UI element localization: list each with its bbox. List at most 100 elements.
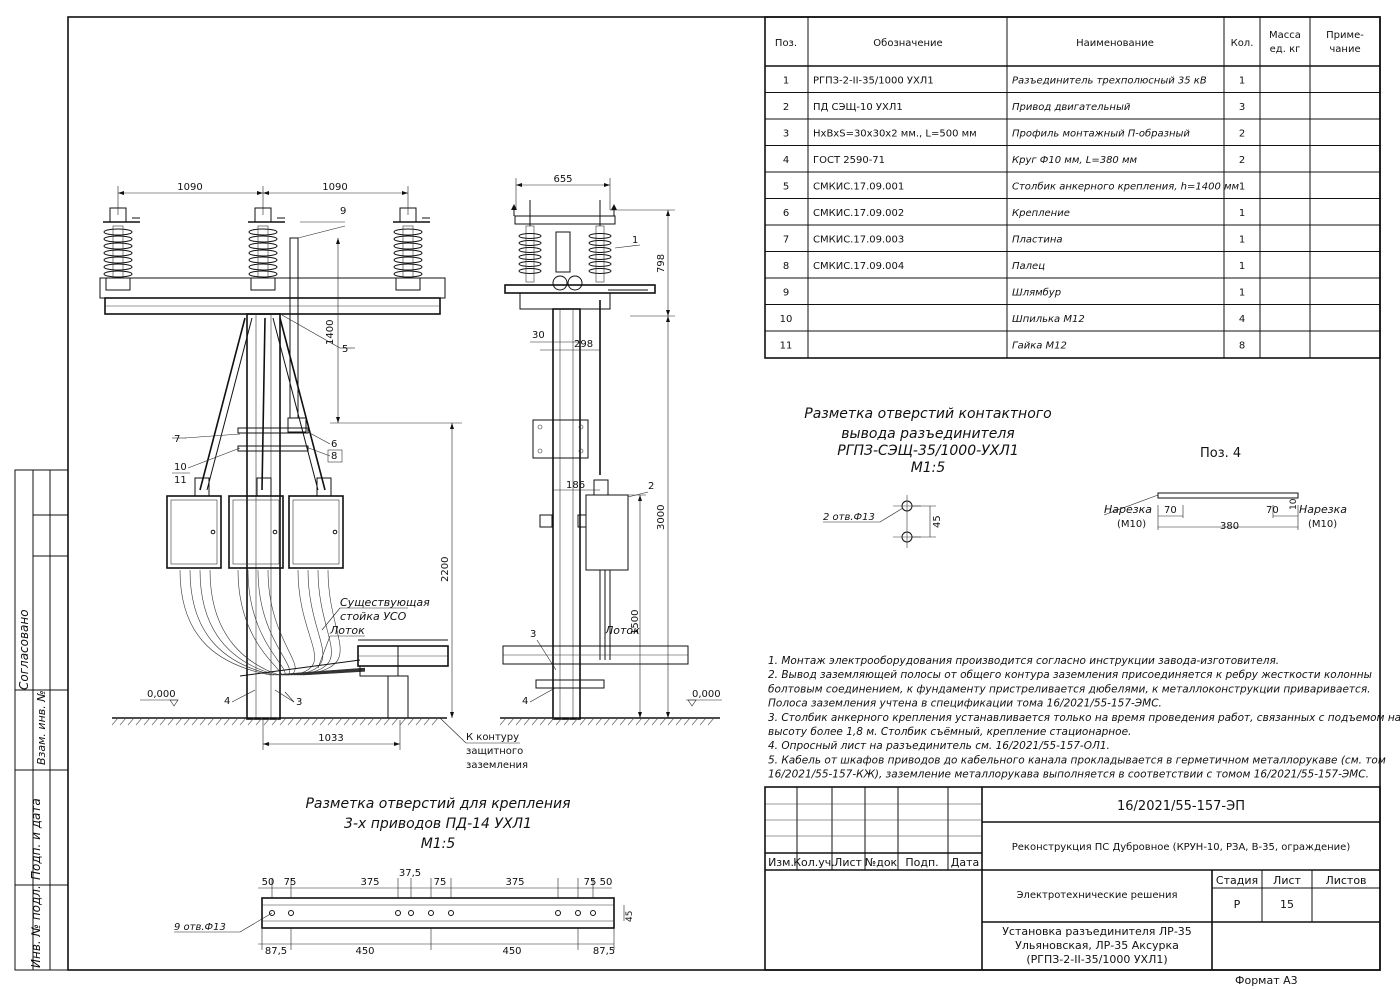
spec-row-name: Палец	[1012, 261, 1045, 272]
spec-rows: 1 РГПЗ-2-II-35/1000 УХЛ1 Разъединитель тре…	[780, 75, 1246, 351]
note-line: 3. Столбик анкерного крепления устанавли…	[768, 712, 1400, 724]
spec-row-code: СМКИС.17.09.004	[813, 261, 904, 272]
stamp-replace: Взам. инв. №	[35, 690, 48, 765]
front-ground-3: заземления	[466, 760, 528, 771]
tb-drawing-title-1: Установка разъединителя ЛР-35	[1002, 925, 1192, 938]
drive-dim-top: 37,5	[399, 868, 421, 879]
spec-row-code: РГПЗ-2-II-35/1000 УХЛ1	[813, 75, 934, 86]
note-line: 5. Кабель от шкафов приводов до кабельно…	[768, 754, 1386, 766]
side-dim-186: 186	[566, 480, 585, 491]
side-label-2: 2	[648, 481, 654, 492]
side-dim-30: 30	[532, 330, 545, 341]
tb-col-label: Подп.	[905, 856, 938, 869]
spec-row-qty: 1	[1239, 181, 1245, 192]
drive-hole	[555, 910, 561, 916]
note-line: 1. Монтаж электрооборудования производит…	[768, 655, 1279, 667]
stamp-inv-orig: Инв. № подл.	[29, 885, 43, 968]
pos4-d380: 380	[1220, 521, 1239, 532]
pos4-thread-left-m: (М10)	[1117, 519, 1146, 530]
tb-stage: Р	[1234, 898, 1241, 911]
front-ground-1: К контуру	[466, 732, 519, 743]
contact-marking: Разметка отверстий контактного вывода ра…	[804, 406, 1052, 548]
front-view: 1090 1090 9 5 1400	[99, 182, 528, 771]
note-line: болтовым соединением, к фундаменту прист…	[768, 683, 1370, 695]
drive-holes-label: 9 отв.Ф13	[174, 922, 226, 933]
sheet-frame	[14, 16, 1381, 971]
drive-dim-top: 75	[584, 877, 597, 888]
spec-row-name: Разъединитель трехполюсный 35 кВ	[1012, 75, 1207, 86]
contact-title-4: М1:5	[911, 460, 946, 476]
spec-row-pos: 1	[783, 75, 789, 86]
side-dim-1500: 1500	[630, 610, 641, 635]
front-label-8: 8	[331, 451, 337, 462]
side-dim-3000: 3000	[656, 505, 667, 530]
front-callout-existing-1: Существующая	[340, 596, 430, 609]
spec-row-name: Пластина	[1012, 234, 1063, 245]
front-level: 0,000	[147, 689, 176, 700]
side-label-4: 4	[522, 696, 528, 707]
spec-row-code: СМКИС.17.09.003	[813, 234, 904, 245]
drive-title-3: М1:5	[421, 836, 456, 852]
tb-section: Электротехнические решения	[1016, 890, 1177, 901]
tb-col-label: Дата	[951, 856, 979, 869]
tb-sheet: 15	[1280, 898, 1294, 911]
spec-row-name: Гайка М12	[1012, 340, 1067, 351]
drive-dim-top: 50	[262, 877, 275, 888]
contact-holes: 2 отв.Ф13	[823, 512, 875, 523]
front-callout-existing-2: стойка УСО	[340, 610, 407, 623]
insulator	[518, 200, 542, 283]
tb-stage-label: Стадия	[1216, 874, 1258, 887]
spec-row-pos: 7	[783, 234, 789, 245]
spec-row-qty: 2	[1239, 128, 1245, 139]
spec-row-pos: 9	[783, 287, 789, 298]
pos4-d70a: 70	[1164, 505, 1177, 516]
spec-row-name: Круг Ф10 мм, L=380 мм	[1012, 155, 1138, 166]
drive-dim-top: 75	[284, 877, 297, 888]
spec-row-code: HxBxS=30x30x2 мм., L=500 мм	[813, 128, 977, 139]
tb-col-label: Кол.уч.	[793, 856, 835, 869]
pos4-title: Поз. 4	[1200, 446, 1241, 461]
drive-dim-top: 50	[600, 877, 613, 888]
drive-hole	[575, 910, 581, 916]
pos4-d70b: 70	[1266, 505, 1279, 516]
front-label-7: 7	[174, 434, 180, 445]
drive-dim-top: 375	[360, 877, 379, 888]
contact-title-1: Разметка отверстий контактного	[804, 406, 1051, 422]
spec-header-note-1: Приме-	[1326, 30, 1364, 41]
tb-drawing-title-2: Ульяновская, ЛР-35 Аксурка	[1015, 939, 1179, 952]
drive-hole	[269, 910, 275, 916]
drive-dim-bottom: 450	[502, 946, 521, 957]
front-label-6: 6	[331, 439, 337, 450]
spec-row-code: ПД СЭЩ-10 УХЛ1	[813, 102, 903, 113]
drive-title-2: 3-х приводов ПД-14 УХЛ1	[344, 816, 532, 832]
drive-dim-top: 75	[434, 877, 447, 888]
spec-row-name: Шпилька М12	[1012, 314, 1085, 325]
spec-row-name: Профиль монтажный П-образный	[1012, 127, 1190, 139]
note-line: 2. Вывод заземляющей полосы от общего ко…	[768, 669, 1372, 681]
front-dim-1400: 1400	[325, 320, 336, 345]
drive-dim-top: 375	[505, 877, 524, 888]
tb-sheets-label: Листов	[1325, 874, 1366, 887]
contact-dim-45: 45	[932, 515, 943, 528]
side-dim-798: 798	[656, 254, 667, 273]
insulator	[103, 207, 140, 291]
tb-col-label: Лист	[834, 856, 862, 869]
spec-row-qty: 1	[1239, 261, 1245, 272]
spec-row-qty: 1	[1239, 208, 1245, 219]
spec-row-qty: 1	[1239, 234, 1245, 245]
spec-table: Поз. Обозначение Наименование Кол. Масса…	[764, 16, 1381, 359]
spec-header-mass-1: Масса	[1269, 30, 1301, 41]
side-label-1: 1	[632, 235, 638, 246]
spec-header-pos: Поз.	[775, 38, 797, 49]
front-dim-1033: 1033	[318, 733, 343, 744]
title-block: 16/2021/55-157-ЭП Реконструкция ПС Дубро…	[764, 786, 1381, 971]
drive-title-1: Разметка отверстий для крепления	[305, 796, 570, 812]
front-label-11: 11	[174, 475, 187, 486]
spec-row-code: ГОСТ 2590-71	[813, 155, 885, 166]
spec-header-mass-2: ед. кг	[1270, 44, 1301, 55]
spec-row-pos: 11	[780, 340, 793, 351]
spec-row-qty: 4	[1239, 314, 1245, 325]
tb-col-label: №док	[865, 856, 898, 869]
drive-marking: Разметка отверстий для крепления 3-х при…	[174, 796, 635, 957]
notes: 1. Монтаж электрооборудования производит…	[768, 655, 1400, 781]
